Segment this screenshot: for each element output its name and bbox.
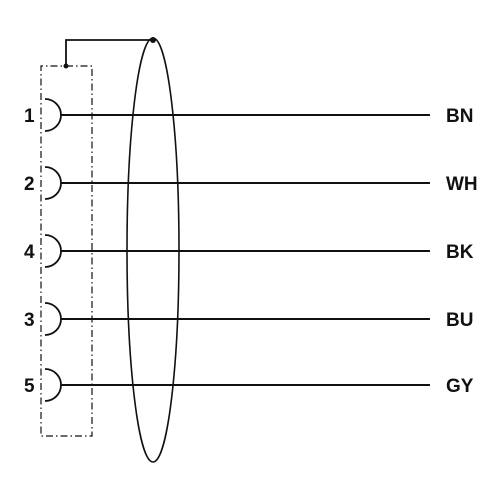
shield-drain-lead [65, 39, 153, 66]
wire-row: 5 GY [24, 368, 474, 402]
pin-contact [44, 166, 62, 200]
connector-housing-outline [40, 65, 93, 437]
wire-rows: 1 BN 2 WH 4 BK 3 BU 5 GY [24, 98, 478, 402]
wire-color-code: WH [446, 174, 478, 195]
wire-color-code: GY [446, 376, 474, 397]
wire-color-code: BK [446, 242, 474, 263]
wire-color-code: BU [446, 310, 473, 331]
wire-color-code: BN [446, 106, 473, 127]
pin-contact [44, 234, 62, 268]
pin-number-label: 3 [24, 310, 35, 331]
pin-contact [44, 98, 62, 132]
housing-junction-dot [63, 63, 69, 69]
pin-number-label: 4 [24, 242, 35, 263]
pin-contact [44, 302, 62, 336]
pin-number-label: 1 [24, 106, 35, 127]
wire-row: 1 BN [24, 98, 473, 132]
pin-contact [44, 368, 62, 402]
wire-row: 3 BU [24, 302, 473, 336]
wire-row: 4 BK [24, 234, 474, 268]
wire-row: 2 WH [24, 166, 478, 200]
pin-number-label: 2 [24, 174, 35, 195]
pin-number-label: 5 [24, 376, 35, 397]
